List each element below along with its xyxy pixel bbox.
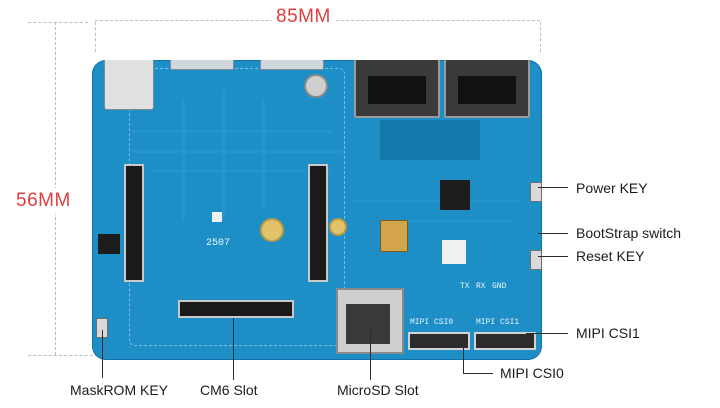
silkscreen-gnd: GND [492,282,507,291]
mipi-csi0-connector [408,332,470,350]
pcb-trace [132,130,332,133]
usb-port [104,60,154,110]
pcb-trace [182,100,185,220]
microsd-slot-label: MicroSD Slot [337,382,419,398]
reset-key-button[interactable] [530,250,542,270]
height-dimension-label: 56MM [14,188,73,214]
width-dimension-line-left [95,22,96,52]
mipi-csi1-leader [526,333,568,334]
power-key-label: Power KEY [576,180,648,196]
small-ic [212,212,222,222]
cm6-connector-right [308,164,328,282]
silkscreen-csi0: MIPI CSI0 [410,318,454,327]
mipi-csi1-connector [474,332,536,350]
silkscreen-code: 2507 [206,238,231,249]
pcb-trace [222,90,225,220]
height-dimension-line-top [28,22,88,23]
reset-key-leader [538,256,568,257]
carrier-board: 2507 MIPI CSI0 MIPI CSI1 TX RX GND [92,60,542,360]
microsd-card [346,304,390,344]
usb-c-port [260,60,324,70]
ethernet-port-1 [354,60,440,118]
ic-chip [98,234,120,254]
power-key-leader [538,187,568,188]
passive-array [380,120,480,160]
microsd-slot-leader [370,330,371,380]
height-dimension-line-bottom [28,355,98,356]
bootstrap-switch-label: BootStrap switch [576,225,682,241]
reset-key-label: Reset KEY [576,248,645,264]
cm6-connector-left [124,164,144,282]
cm6-slot-label: CM6 Slot [200,382,258,398]
maskrom-key-leader [102,330,103,378]
ethernet-jack [368,76,426,104]
ic-chip [442,240,466,264]
pcb-trace [262,100,265,210]
cm6-slot-leader [233,318,234,380]
pcb-trace [392,220,512,222]
hdmi-port [170,60,234,70]
width-dimension-label: 85MM [272,6,335,28]
pcb-trace [152,170,332,172]
silkscreen-csi1: MIPI CSI1 [476,318,520,327]
silkscreen-tx: TX [460,282,470,291]
mipi-csi0-leader-h [463,373,493,374]
ethernet-jack [458,76,516,104]
maskrom-key-label: MaskROM KEY [70,382,169,398]
silkscreen-rx: RX [476,282,486,291]
bootstrap-switch-leader [538,233,568,234]
ic-chip [440,180,470,210]
mipi-csi0-label: MIPI CSI0 [500,365,564,381]
ethernet-port-2 [444,60,530,118]
mounting-hole [304,74,328,98]
mounting-hole [260,218,284,242]
pcb-trace [132,150,342,153]
cm6-connector-bottom [178,300,294,318]
mounting-hole [329,218,347,236]
pcb-trace [352,200,522,202]
bootstrap-switch-component [380,220,408,252]
power-key-button[interactable] [530,182,542,202]
mipi-csi0-leader-v [463,345,464,373]
mipi-csi1-label: MIPI CSI1 [576,325,640,341]
width-dimension-line-right [540,22,541,52]
